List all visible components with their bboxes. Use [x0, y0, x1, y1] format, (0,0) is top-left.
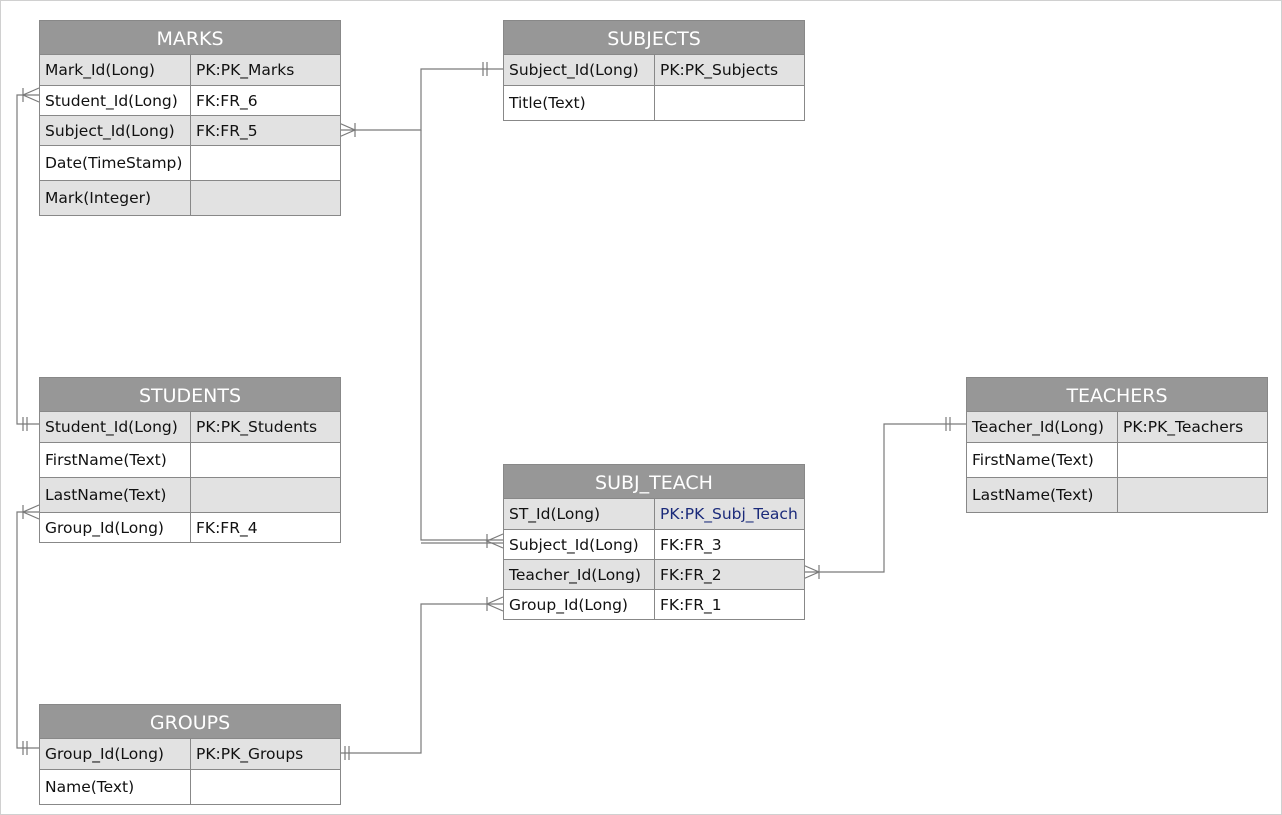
field-key [190, 478, 340, 512]
field-name: Student_Id(Long) [45, 91, 178, 110]
entity-row[interactable]: Title(Text) [504, 85, 804, 120]
connector-subjteach-subjects [420, 130, 503, 541]
entity-subj-teach[interactable]: SUBJ_TEACH ST_Id(Long) PK:PK_Subj_Teach … [503, 464, 805, 620]
entity-row[interactable]: Group_Id(Long) FK:FR_4 [40, 512, 340, 542]
field-key [654, 86, 804, 120]
field-name: FirstName(Text) [972, 451, 1094, 469]
field-key: FK:FR_6 [190, 86, 340, 115]
field-key: PK:PK_Groups [190, 739, 340, 769]
entity-row[interactable]: Mark(Integer) [40, 180, 340, 215]
connector-marks-subjects [339, 68, 503, 131]
field-name: Group_Id(Long) [509, 595, 628, 614]
entity-title: STUDENTS [40, 378, 340, 412]
field-key [190, 146, 340, 180]
entity-row[interactable]: Group_Id(Long) FK:FR_1 [504, 589, 804, 619]
field-name: ST_Id(Long) [509, 505, 601, 523]
field-name: Subject_Id(Long) [509, 535, 639, 554]
field-key: PK:PK_Teachers [1117, 412, 1267, 442]
field-name: Name(Text) [45, 778, 135, 796]
entity-row[interactable]: FirstName(Text) [967, 442, 1267, 477]
field-key [190, 770, 340, 804]
entity-title: SUBJ_TEACH [504, 465, 804, 499]
field-name: FirstName(Text) [45, 451, 167, 469]
entity-marks[interactable]: MARKS Mark_Id(Long) PK:PK_Marks Student_… [39, 20, 341, 216]
crows-foot-marker [485, 533, 504, 549]
connector-students-groups [16, 511, 39, 749]
entity-row[interactable]: Name(Text) [40, 769, 340, 804]
entity-row[interactable]: Student_Id(Long) FK:FR_6 [40, 85, 340, 115]
connector-subjteach-teachers [803, 423, 966, 573]
entity-row[interactable]: LastName(Text) [967, 477, 1267, 512]
entity-title: GROUPS [40, 705, 340, 739]
entity-row[interactable]: Teacher_Id(Long) FK:FR_2 [504, 559, 804, 589]
entity-row[interactable]: LastName(Text) [40, 477, 340, 512]
field-name: Teacher_Id(Long) [509, 565, 641, 584]
entity-subjects[interactable]: SUBJECTS Subject_Id(Long) PK:PK_Subjects… [503, 20, 805, 121]
entity-title: TEACHERS [967, 378, 1267, 412]
field-key: FK:FR_2 [654, 560, 804, 589]
entity-groups[interactable]: GROUPS Group_Id(Long) PK:PK_Groups Name(… [39, 704, 341, 805]
entity-row[interactable]: ST_Id(Long) PK:PK_Subj_Teach [504, 499, 804, 529]
field-key [190, 181, 340, 215]
entity-teachers[interactable]: TEACHERS Teacher_Id(Long) PK:PK_Teachers… [966, 377, 1268, 513]
field-name: Subject_Id(Long) [45, 121, 175, 140]
field-name: Mark_Id(Long) [45, 61, 155, 79]
entity-row[interactable]: Subject_Id(Long) PK:PK_Subjects [504, 55, 804, 85]
connector-subjteach-groups [339, 603, 503, 754]
entity-students[interactable]: STUDENTS Student_Id(Long) PK:PK_Students… [39, 377, 341, 543]
entity-row[interactable]: Mark_Id(Long) PK:PK_Marks [40, 55, 340, 85]
entity-title: MARKS [40, 21, 340, 55]
field-key: PK:PK_Subj_Teach [654, 499, 804, 529]
field-name: Group_Id(Long) [45, 745, 164, 763]
entity-row[interactable]: Student_Id(Long) PK:PK_Students [40, 412, 340, 442]
field-key: PK:PK_Marks [190, 55, 340, 85]
field-name: Date(TimeStamp) [45, 154, 183, 172]
field-name: Teacher_Id(Long) [972, 418, 1104, 436]
field-name: Student_Id(Long) [45, 418, 178, 436]
field-key [1117, 478, 1267, 512]
field-key [1117, 443, 1267, 477]
field-key: FK:FR_5 [190, 116, 340, 145]
field-name: LastName(Text) [972, 486, 1094, 504]
entity-row[interactable]: FirstName(Text) [40, 442, 340, 477]
entity-row[interactable]: Subject_Id(Long) FK:FR_5 [40, 115, 340, 145]
field-name: Title(Text) [509, 94, 586, 112]
connector-marks-students [16, 94, 39, 425]
field-key: FK:FR_4 [190, 513, 340, 542]
field-key: FK:FR_1 [654, 590, 804, 619]
field-name: Subject_Id(Long) [509, 61, 639, 79]
entity-row[interactable]: Subject_Id(Long) FK:FR_3 [504, 529, 804, 559]
field-key: PK:PK_Students [190, 412, 340, 442]
field-name: Mark(Integer) [45, 189, 152, 207]
entity-row[interactable]: Teacher_Id(Long) PK:PK_Teachers [967, 412, 1267, 442]
entity-row[interactable]: Group_Id(Long) PK:PK_Groups [40, 739, 340, 769]
entity-row[interactable]: Date(TimeStamp) [40, 145, 340, 180]
field-key: FK:FR_3 [654, 530, 804, 559]
field-name: LastName(Text) [45, 486, 167, 504]
field-name: Group_Id(Long) [45, 518, 164, 537]
field-key [190, 443, 340, 477]
field-key: PK:PK_Subjects [654, 55, 804, 85]
entity-title: SUBJECTS [504, 21, 804, 55]
